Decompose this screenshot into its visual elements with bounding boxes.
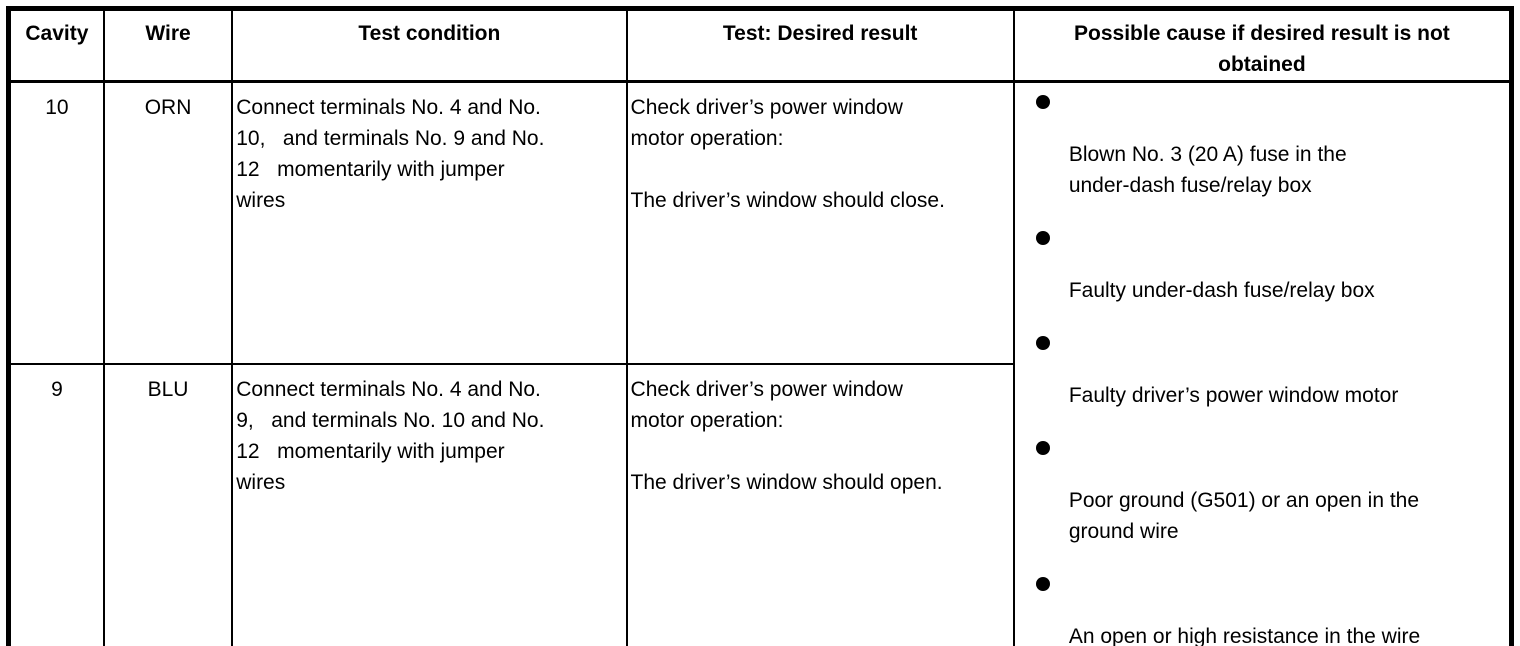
bullet-icon [1035,577,1050,591]
header-possible-cause: Possible cause if desired result is not … [1012,7,1513,83]
table-row: 10 ORN Connect terminals No. 4 and No. 1… [7,80,1513,646]
cause-text: Poor ground (G501) or an open in the gro… [1068,489,1420,543]
cell-possible-causes: Blown No. 3 (20 A) fuse in the under-das… [1012,80,1513,646]
manual-page: Cavity Wire Test condition Test: Desired… [0,6,1520,646]
bullet-icon [1035,336,1050,350]
bullet-icon [1035,95,1050,109]
header-test-condition: Test condition [231,7,628,83]
cause-text: An open or high resistance in the wire [1068,625,1421,646]
header-row: Cavity Wire Test condition Test: Desired… [7,7,1513,83]
cause-item: Faulty driver’s power window motor [1035,336,1503,411]
header-desired-result: Test: Desired result [625,7,1015,83]
cell-cavity-row1: 10 [7,80,105,366]
cause-text: Faulty driver’s power window motor [1068,384,1399,407]
header-cavity: Cavity [7,7,105,83]
cause-item: Blown No. 3 (20 A) fuse in the under-das… [1035,95,1503,201]
cause-text: Faulty under-dash fuse/relay box [1068,279,1375,302]
cell-desired-result-row2: Check driver’s power window motor operat… [625,363,1015,646]
troubleshooting-table: Cavity Wire Test condition Test: Desired… [6,6,1514,646]
cell-cavity-row2: 9 [7,363,105,646]
cell-test-condition-row1: Connect terminals No. 4 and No. 10, and … [231,80,628,366]
cause-text: Blown No. 3 (20 A) fuse in the under-das… [1068,143,1347,197]
cell-wire-row2: BLU [102,363,234,646]
cause-item: Poor ground (G501) or an open in the gro… [1035,441,1503,547]
cause-item: An open or high resistance in the wire [1035,577,1503,646]
header-wire: Wire [102,7,234,83]
cell-test-condition-row2: Connect terminals No. 4 and No. 9, and t… [231,363,628,646]
cell-wire-row1: ORN [102,80,234,366]
table-row: 9 BLU Connect terminals No. 4 and No. 9,… [7,363,1512,646]
bullet-icon [1035,231,1050,245]
possible-causes-list: Blown No. 3 (20 A) fuse in the under-das… [1035,95,1503,646]
cause-item: Faulty under-dash fuse/relay box [1035,231,1503,306]
cell-desired-result-row1: Check driver’s power window motor operat… [625,80,1015,366]
bullet-icon [1035,441,1050,455]
